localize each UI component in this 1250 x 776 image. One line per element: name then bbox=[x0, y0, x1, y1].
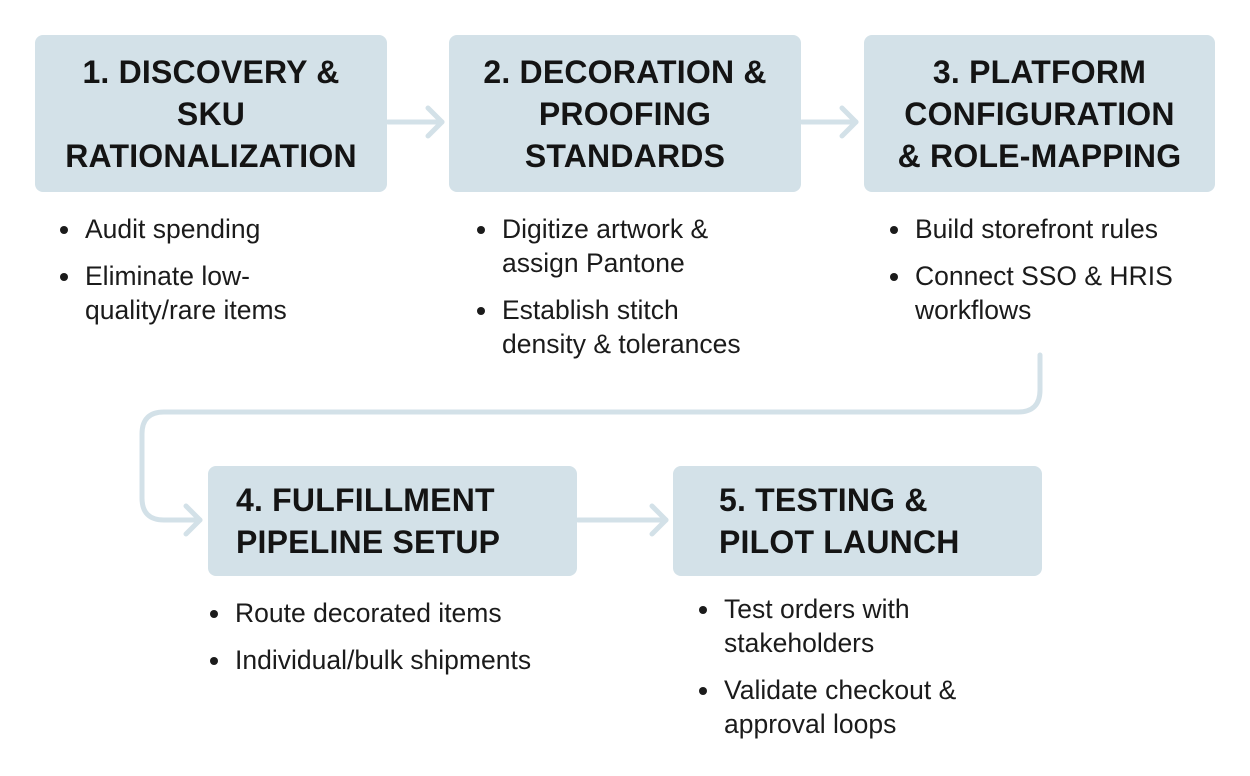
step-5-bullet-2: Validate checkout & approval loops bbox=[696, 673, 1056, 741]
step-2-box: 2. DECORATION & PROOFING STANDARDS bbox=[449, 35, 801, 192]
step-3-bullet-2: Connect SSO & HRIS workflows bbox=[887, 259, 1227, 327]
step-1-title: 1. DISCOVERY & SKU RATIONALIZATION bbox=[65, 53, 357, 174]
step-3-box: 3. PLATFORM CONFIGURATION & ROLE-MAPPING bbox=[864, 35, 1215, 192]
step-1-box: 1. DISCOVERY & SKU RATIONALIZATION bbox=[35, 35, 387, 192]
step-1-bullet-1: Audit spending bbox=[57, 212, 387, 246]
step-4-bullet-2: Individual/bulk shipments bbox=[207, 643, 607, 677]
step-5-bullet-1: Test orders with stakeholders bbox=[696, 592, 1056, 660]
arrowhead-4-5 bbox=[649, 503, 669, 537]
step-2-bullet-2: Establish stitch density & tolerances bbox=[474, 293, 804, 361]
step-3-bullets: Build storefront rules Connect SSO & HRI… bbox=[887, 212, 1227, 340]
step-1-bullets: Audit spending Eliminate low- quality/ra… bbox=[57, 212, 387, 340]
step-5-bullets: Test orders with stakeholders Validate c… bbox=[696, 592, 1056, 754]
step-2-title: 2. DECORATION & PROOFING STANDARDS bbox=[483, 53, 767, 174]
arrowhead-1-2 bbox=[425, 105, 445, 139]
step-3-title: 3. PLATFORM CONFIGURATION & ROLE-MAPPING bbox=[897, 53, 1182, 174]
step-3-bullet-1: Build storefront rules bbox=[887, 212, 1227, 246]
step-5-box: 5. TESTING & PILOT LAUNCH bbox=[673, 466, 1042, 576]
step-5-title: 5. TESTING & PILOT LAUNCH bbox=[719, 482, 960, 560]
step-4-bullet-1: Route decorated items bbox=[207, 596, 607, 630]
arrowhead-2-3 bbox=[839, 105, 859, 139]
step-2-bullet-1: Digitize artwork & assign Pantone bbox=[474, 212, 804, 280]
arrowhead-3-4 bbox=[183, 503, 203, 537]
step-2-bullets: Digitize artwork & assign Pantone Establ… bbox=[474, 212, 804, 374]
step-1-bullet-2: Eliminate low- quality/rare items bbox=[57, 259, 387, 327]
step-4-box: 4. FULFILLMENT PIPELINE SETUP bbox=[208, 466, 577, 576]
step-4-title: 4. FULFILLMENT PIPELINE SETUP bbox=[236, 482, 501, 560]
step-4-bullets: Route decorated items Individual/bulk sh… bbox=[207, 596, 607, 690]
